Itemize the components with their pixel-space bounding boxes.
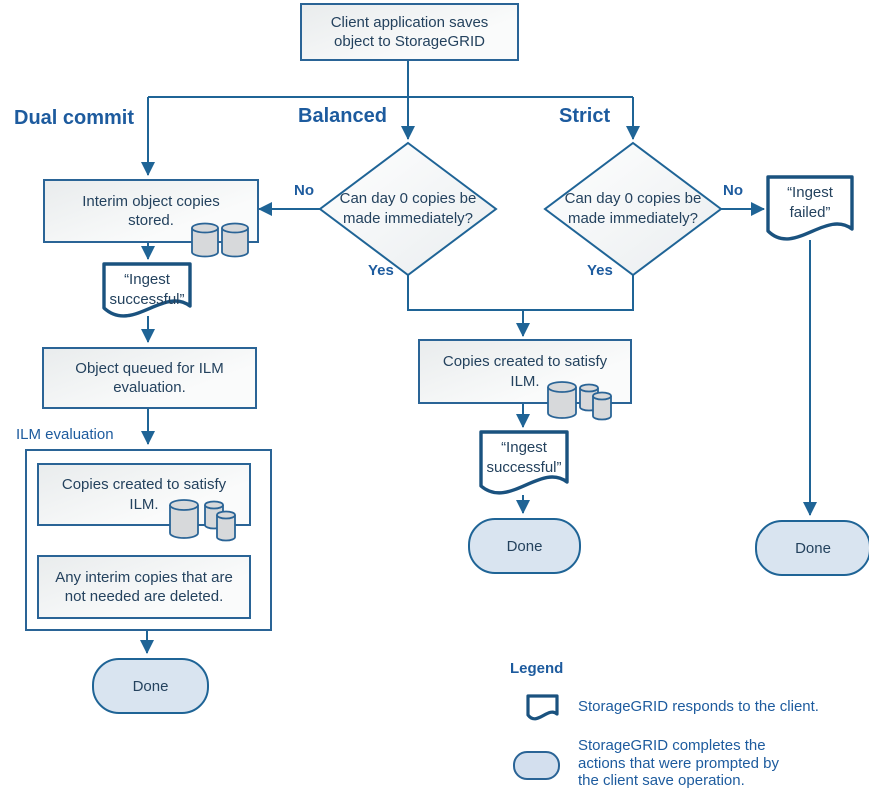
legend-stadium-icon	[513, 751, 560, 780]
document-ingest-successful-left	[102, 262, 192, 318]
node-interim-deleted: Any interim copies that are not needed a…	[37, 555, 251, 619]
branch-heading-strict: Strict	[559, 105, 611, 127]
terminator-done-dual: Done	[92, 658, 209, 714]
terminator-done-balanced: Done	[468, 518, 581, 574]
branch-heading-dual-commit: Dual commit	[14, 107, 135, 129]
document-ingest-successful-middle	[479, 430, 569, 495]
node-start: Client application saves object to Stora…	[300, 3, 519, 61]
ilm-section-label: ILM evaluation	[16, 426, 114, 443]
decision-strict-label: Can day 0 copies be made immediately?	[564, 190, 702, 227]
edge-label-no-balanced: No	[294, 182, 314, 199]
edge-label-yes-balanced: Yes	[368, 262, 394, 279]
document-ingest-failed	[766, 175, 854, 241]
edge-yes-merge	[407, 275, 634, 311]
legend-document-icon	[526, 694, 559, 721]
decision-diamond-balanced	[318, 141, 498, 277]
decision-diamond-strict	[543, 141, 723, 277]
legend-stadium-meaning: StorageGRID completes the actions that w…	[578, 737, 779, 790]
terminator-done-strict: Done	[755, 520, 869, 576]
document-ingest-failed-label: “Ingest failed”	[787, 184, 833, 221]
node-object-queued: Object queued for ILM evaluation.	[42, 347, 257, 409]
node-interim-stored: Interim object copies stored.	[43, 179, 259, 243]
edge-label-no-strict: No	[723, 182, 743, 199]
legend-document-meaning: StorageGRID responds to the client.	[578, 698, 819, 715]
branch-heading-balanced: Balanced	[298, 105, 387, 127]
document-ingest-successful-left-label: “Ingest successful”	[109, 271, 185, 308]
document-ingest-successful-middle-label: “Ingest successful”	[486, 439, 562, 476]
legend-title: Legend	[510, 660, 564, 677]
node-copies-created-middle: Copies created to satisfy ILM.	[418, 339, 632, 404]
decision-balanced-label: Can day 0 copies be made immediately?	[339, 190, 477, 227]
node-copies-created-ilm: Copies created to satisfy ILM.	[37, 463, 251, 526]
edge-label-yes-strict: Yes	[587, 262, 613, 279]
